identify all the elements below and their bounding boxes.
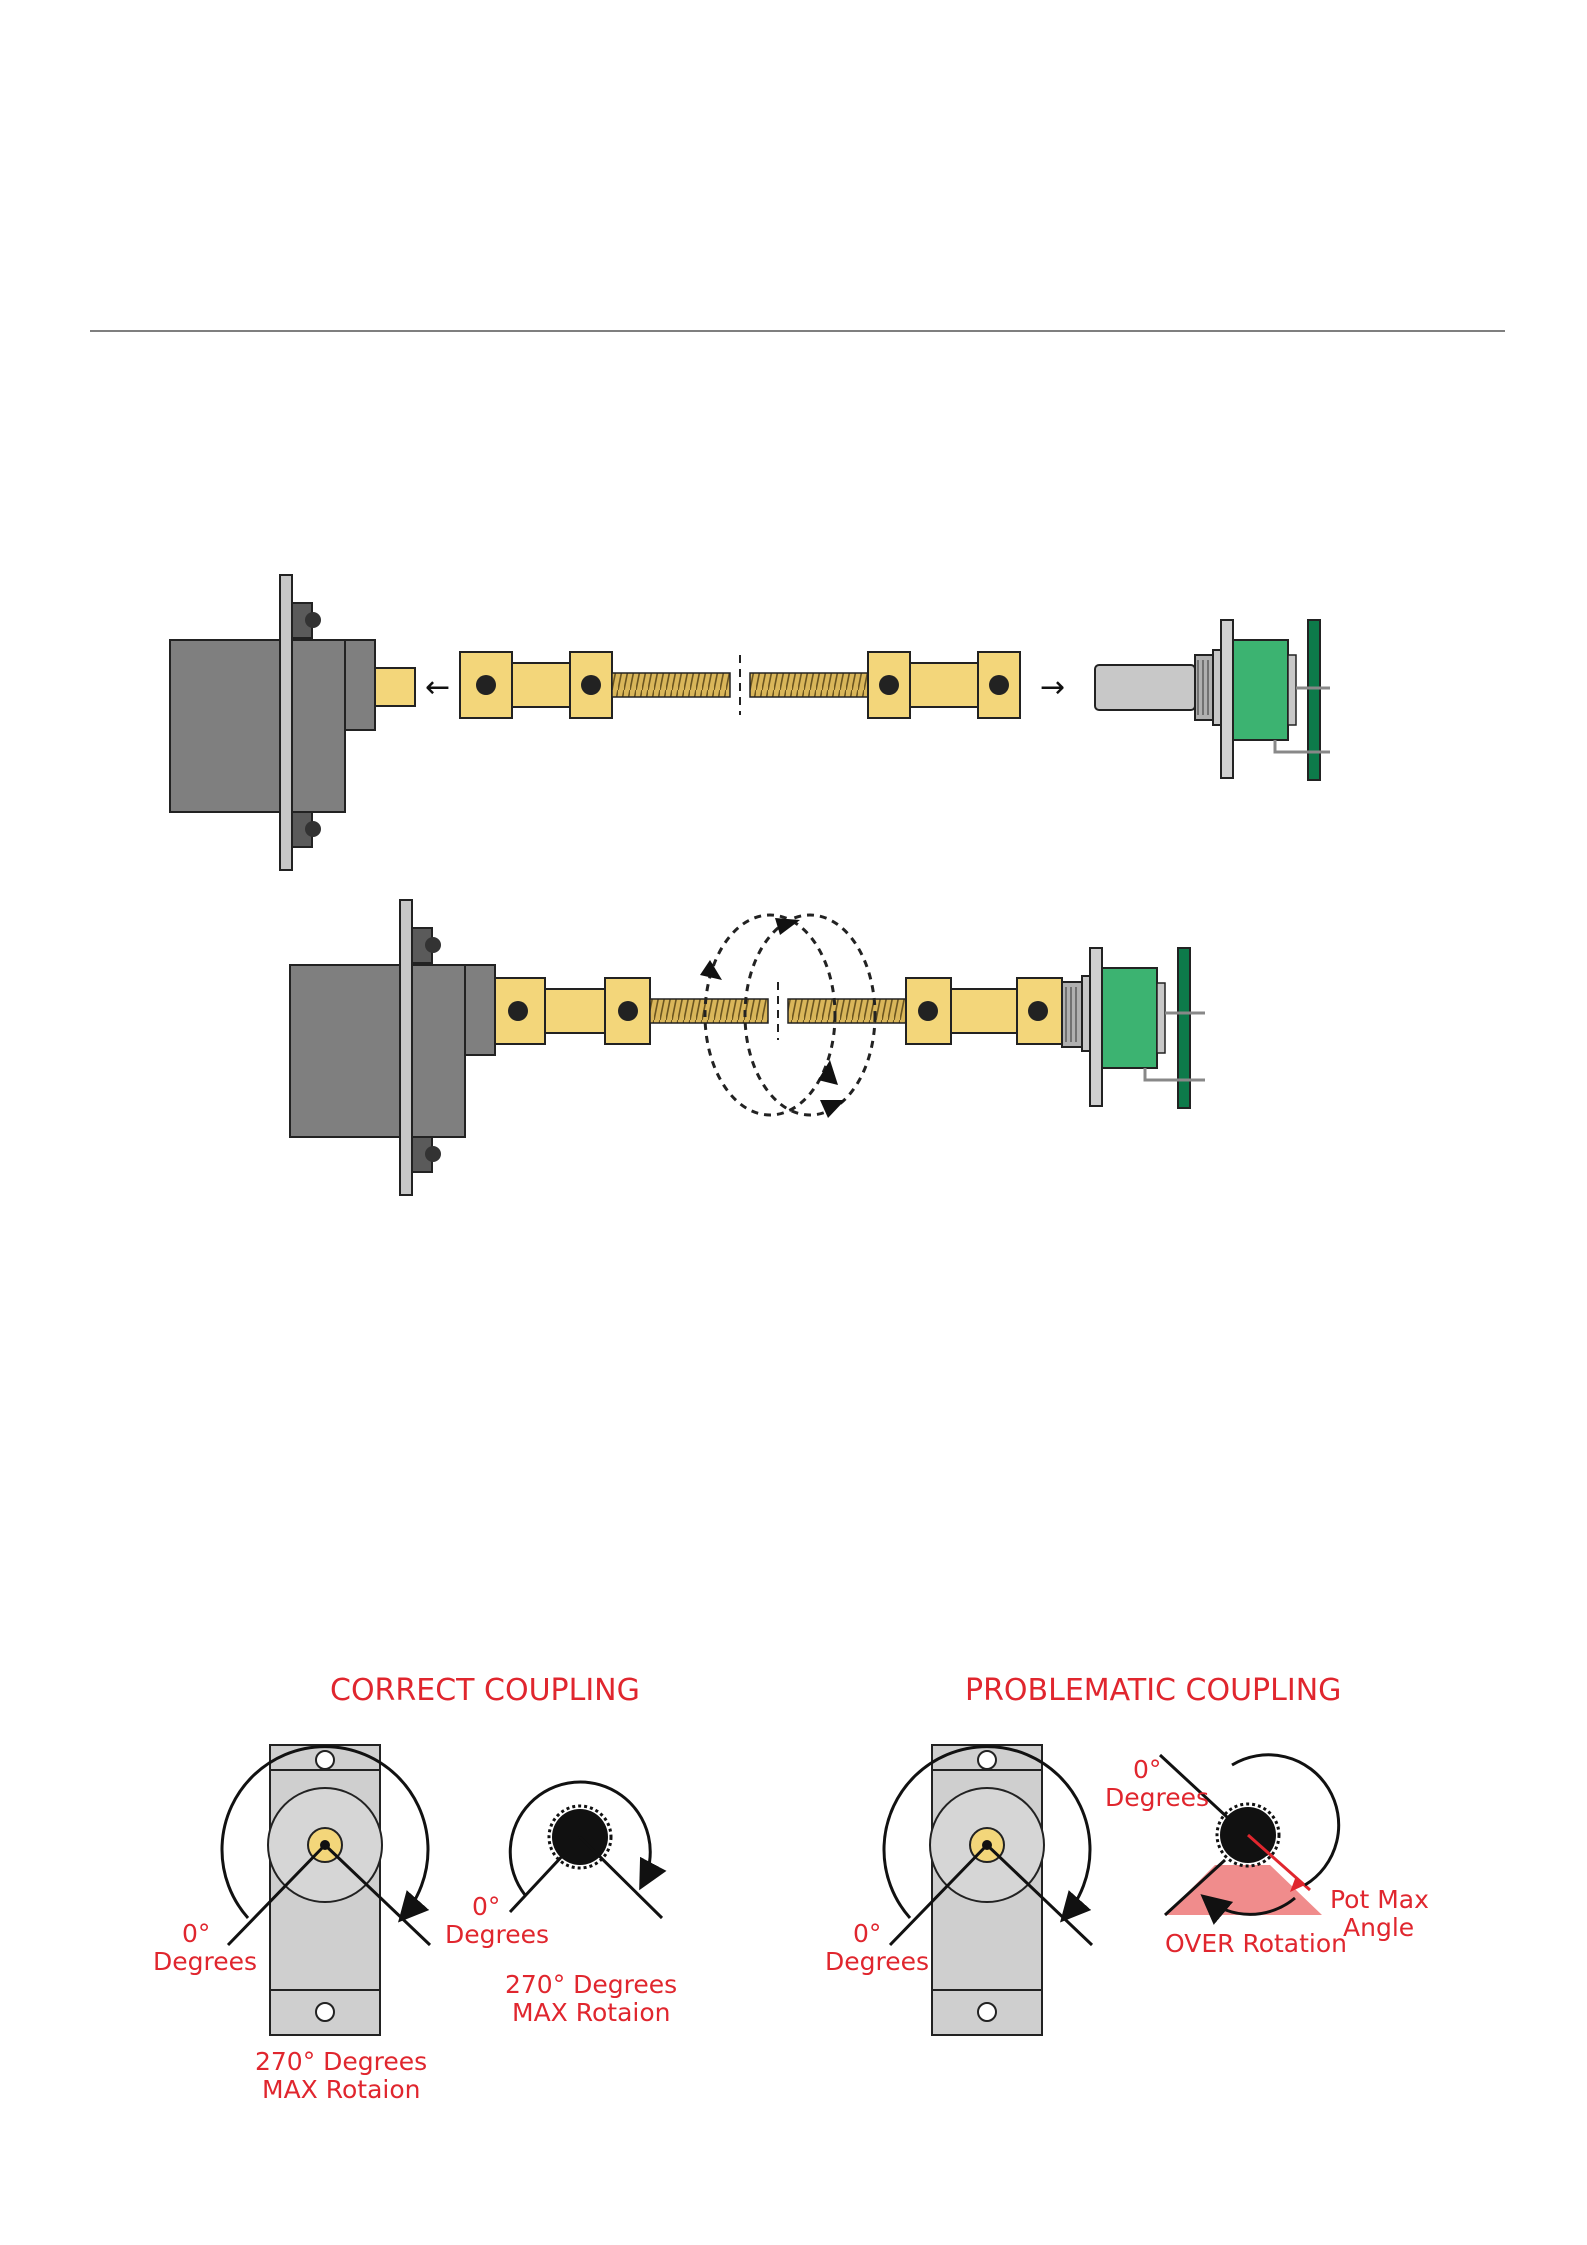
problematic-coupling-panel: PROBLEMATIC COUPLING 0° Degrees [825, 1673, 1429, 2035]
correct-pot-zero-label-1: 0° [472, 1892, 500, 1921]
pot-knob-correct [510, 1782, 662, 1918]
potentiometer [1095, 620, 1330, 780]
problem-servo-zero-label-1: 0° [853, 1919, 881, 1948]
problem-pot-zero-label-1: 0° [1133, 1755, 1161, 1784]
correct-servo-zero-label-1: 0° [182, 1919, 210, 1948]
correct-pot-max-label-2: MAX Rotaion [512, 1998, 671, 2027]
pot-max-angle-label-2: Angle [1343, 1913, 1414, 1942]
servo-top-view [222, 1745, 430, 2035]
correct-pot-zero-label-2: Degrees [445, 1920, 549, 1949]
potentiometer-assembled [1062, 948, 1205, 1108]
correct-servo-max-label-1: 270° Degrees [255, 2047, 427, 2076]
assembled-assembly [290, 900, 1205, 1195]
correct-servo-max-label-2: MAX Rotaion [262, 2075, 421, 2104]
coupler-assembled-right [788, 978, 1062, 1044]
pot-knob-problematic [1160, 1755, 1339, 1915]
coupler-assembled-left [495, 978, 768, 1044]
problem-pot-zero-label-2: Degrees [1105, 1783, 1209, 1812]
servo-top-view-problematic [884, 1745, 1092, 2035]
right-arrow-icon: → [1040, 670, 1065, 705]
correct-coupling-title: CORRECT COUPLING [330, 1673, 640, 1708]
servo-motor-assembled [290, 900, 495, 1195]
pot-max-angle-label-1: Pot Max [1330, 1885, 1429, 1914]
servo-motor [170, 575, 415, 870]
right-coupler [750, 652, 1020, 718]
problem-servo-zero-label-2: Degrees [825, 1947, 929, 1976]
left-coupler [460, 652, 730, 718]
correct-pot-max-label-1: 270° Degrees [505, 1970, 677, 1999]
left-arrow-icon: ← [425, 670, 450, 705]
over-rotation-label: OVER Rotation [1165, 1929, 1347, 1958]
exploded-assembly: ← → [170, 575, 1330, 870]
correct-servo-zero-label-2: Degrees [153, 1947, 257, 1976]
problematic-coupling-title: PROBLEMATIC COUPLING [965, 1673, 1341, 1708]
correct-coupling-panel: CORRECT COUPLING 0° Degrees 270° Degrees… [153, 1673, 677, 2104]
